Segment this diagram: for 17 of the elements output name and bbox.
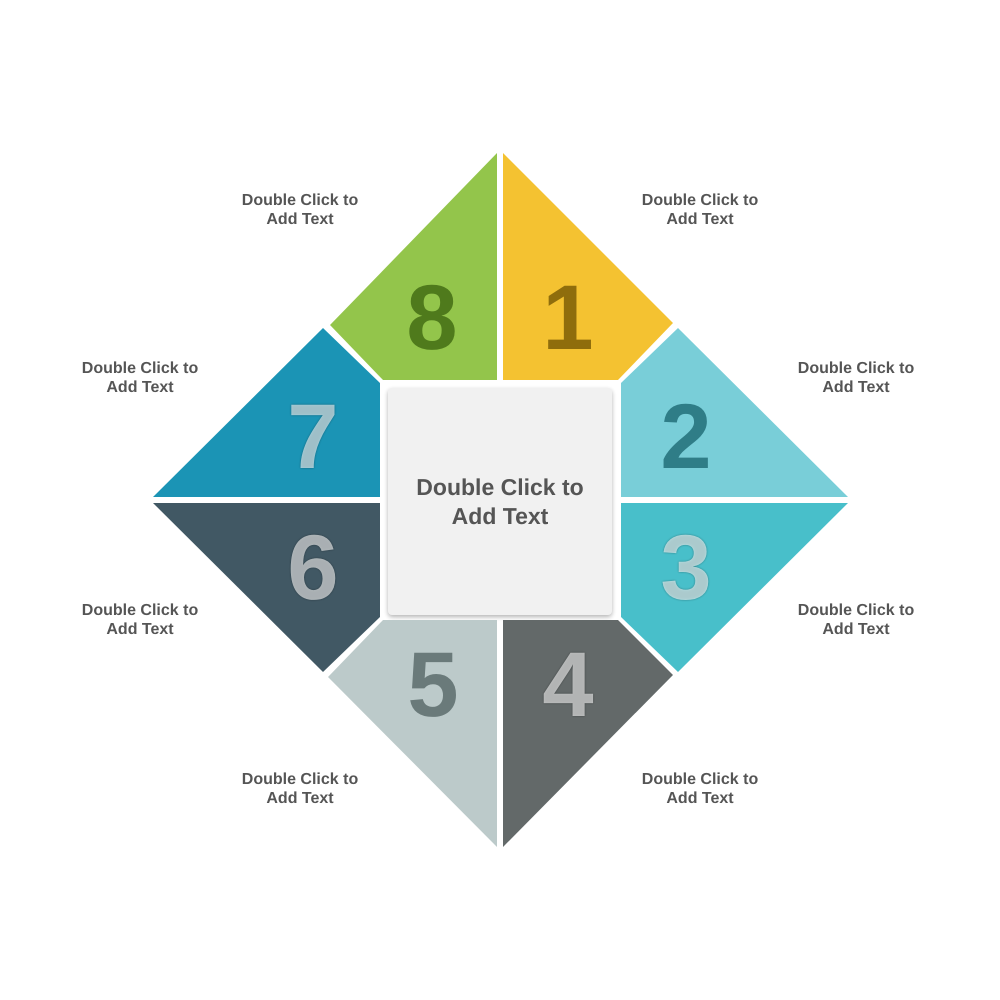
segment-caption: Double Click to Add Text xyxy=(80,601,200,639)
segment-number: 4 xyxy=(542,639,594,731)
segment-number: 3 xyxy=(660,522,712,614)
segment-caption: Double Click to Add Text xyxy=(796,359,916,397)
segment-caption: Double Click to Add Text xyxy=(796,601,916,639)
segment-caption: Double Click to Add Text xyxy=(240,191,360,229)
segment-caption: Double Click to Add Text xyxy=(640,191,760,229)
segment-caption: Double Click to Add Text xyxy=(240,770,360,808)
segment-number: 2 xyxy=(660,391,712,483)
center-box: Double Click to Add Text xyxy=(388,388,612,615)
segment-number: 6 xyxy=(287,522,339,614)
segment-number: 1 xyxy=(542,272,594,364)
segment-number: 5 xyxy=(407,639,459,731)
segment-number: 8 xyxy=(406,272,458,364)
segment-caption: Double Click to Add Text xyxy=(80,359,200,397)
segment-caption: Double Click to Add Text xyxy=(640,770,760,808)
segment-number: 7 xyxy=(287,391,339,483)
